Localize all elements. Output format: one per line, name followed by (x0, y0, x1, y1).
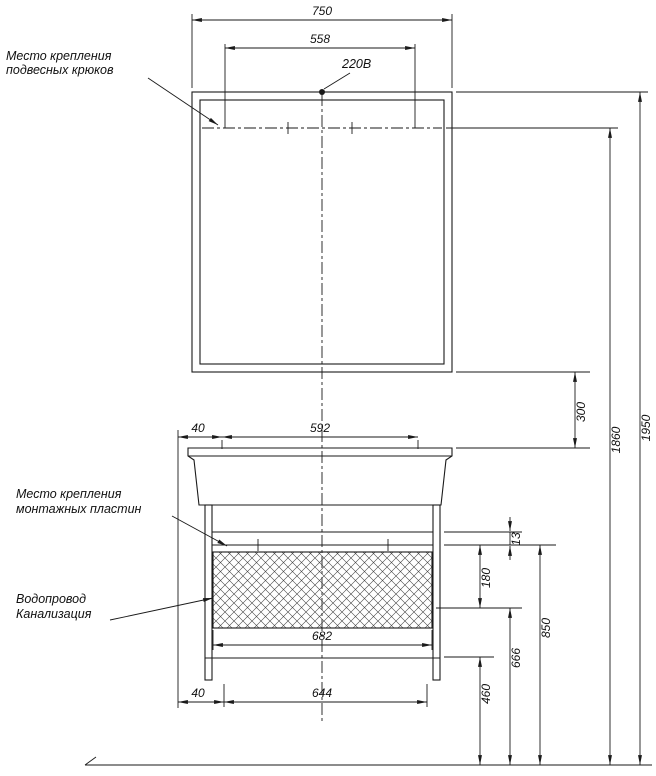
dim-40-top-label: 40 (191, 421, 205, 435)
dim-13: 13 (444, 517, 523, 560)
dim-644-label: 644 (312, 686, 332, 700)
hooks-leader (147, 77, 219, 126)
cabinet-right-panel (432, 504, 441, 681)
cabinet-left-panel (204, 504, 213, 681)
dim-1860: 1860 (446, 127, 623, 765)
dim-180: 180 (478, 545, 493, 608)
dim-750: 750 (191, 4, 453, 88)
dim-592-label: 592 (310, 421, 330, 435)
power-callout: 220В (323, 57, 371, 90)
dim-666: 666 (436, 607, 523, 765)
plates-leader (171, 515, 228, 547)
dim-558-label: 558 (310, 32, 330, 46)
plates-label: Место крепления монтажных пластин (16, 487, 228, 547)
dim-1950-label: 1950 (639, 414, 653, 441)
washbasin (187, 447, 453, 506)
dim-558: 558 (224, 32, 416, 128)
ground-line (84, 756, 652, 766)
plates-label-line2: монтажных пластин (16, 502, 142, 516)
plumbing-leader (109, 597, 214, 621)
dim-180-label: 180 (479, 568, 493, 588)
water-label: Водопровод (16, 592, 86, 606)
dim-850-label: 850 (539, 618, 553, 638)
power-leader (323, 72, 351, 90)
dim-300: 300 (456, 371, 590, 449)
plumbing-label: Водопровод Канализация (16, 592, 214, 621)
dim-850: 850 (444, 544, 556, 765)
hooks-label: Место крепления подвесных крюков (6, 49, 219, 126)
dim-row-bottom: 40 644 (178, 684, 428, 707)
power-outlet-point (319, 89, 325, 95)
dim-682-label: 682 (312, 629, 332, 643)
dim-40-bottom-label: 40 (191, 686, 205, 700)
dim-666-label: 666 (509, 648, 523, 668)
dim-13-label: 13 (509, 532, 523, 546)
power-label: 220В (341, 57, 371, 71)
vanity-cabinet (204, 504, 441, 681)
dim-row-top: 40 592 (177, 421, 419, 708)
dim-460-label: 460 (479, 684, 493, 704)
ground-end-tick (84, 756, 97, 766)
sewer-label: Канализация (16, 607, 92, 621)
dim-300-label: 300 (574, 402, 588, 422)
dim-1950: 1950 (456, 91, 653, 765)
dim-460: 460 (444, 656, 494, 765)
hooks-label-line1: Место крепления (6, 49, 112, 63)
dim-682: 682 (212, 629, 433, 650)
dim-750-label: 750 (312, 4, 332, 18)
plumbing-zone-hatch (212, 551, 433, 629)
hooks-label-line2: подвесных крюков (6, 63, 114, 77)
plates-label-line1: Место крепления (16, 487, 122, 501)
sink-outline (187, 447, 453, 506)
dim-1860-label: 1860 (609, 426, 623, 453)
